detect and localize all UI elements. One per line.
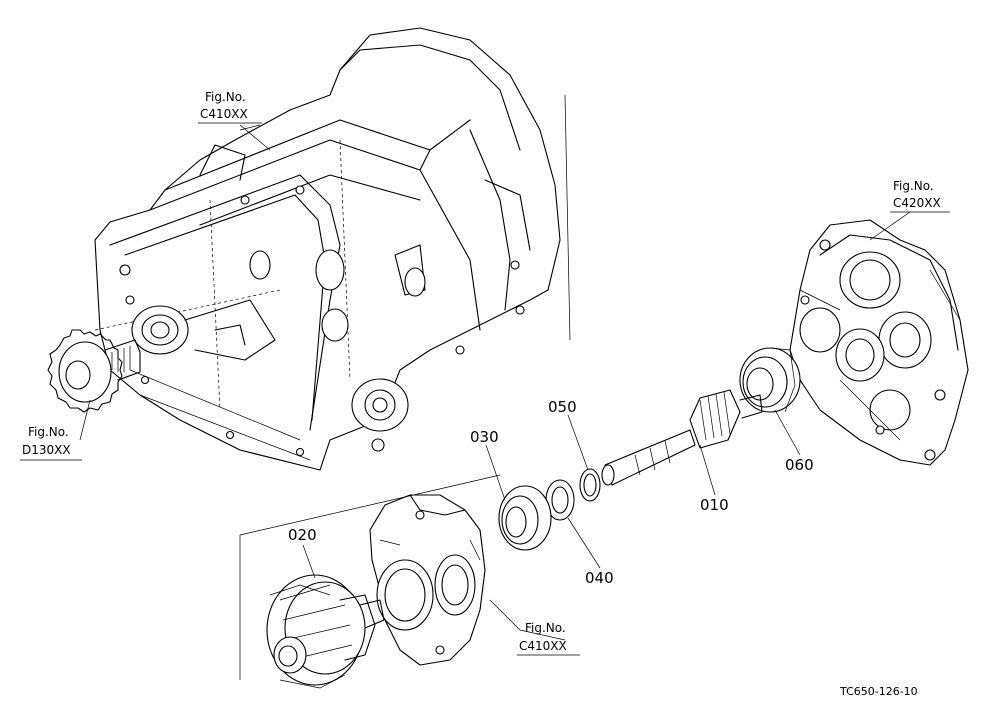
circlip-050: [579, 468, 601, 502]
rear-cover: [789, 219, 969, 466]
ref-rear-fig-label: Fig.No.: [893, 179, 934, 193]
ref-lower-fig-label: Fig.No.: [525, 621, 566, 635]
ref-upper-fig-label: Fig.No.: [205, 90, 246, 104]
drive-gear: [47, 329, 141, 413]
drawing-code: TC650-126-10: [839, 685, 918, 698]
ref-gear: Fig.No. D130XX: [20, 425, 82, 461]
ref-gear-fig-number: D130XX: [22, 443, 71, 457]
ref-lower-fig-number: C410XX: [519, 639, 567, 653]
ref-lower-housing: Fig.No. C410XX: [517, 621, 580, 656]
lower-housing: [369, 494, 486, 666]
part-number-030: 030: [470, 428, 499, 446]
part-number-010: 010: [700, 496, 729, 514]
part-number-050: 050: [548, 398, 577, 416]
bearing-060: [739, 347, 801, 413]
differential-020: [266, 574, 385, 689]
part-number-040: 040: [585, 569, 614, 587]
ref-upper-fig-number: C410XX: [200, 107, 248, 121]
washer-040: [545, 479, 575, 521]
group-bracket-top: [239, 474, 501, 536]
part-number-060: 060: [785, 456, 814, 474]
ref-rear-cover: Fig.No. C420XX: [890, 179, 950, 213]
shaft-010: [601, 389, 763, 486]
leader-lines: [79, 124, 911, 641]
transmission-case: [94, 27, 571, 471]
part-number-020: 020: [288, 526, 317, 544]
ref-gear-fig-label: Fig.No.: [28, 425, 69, 439]
ref-rear-fig-number: C420XX: [893, 196, 941, 210]
ref-upper-transmission: Fig.No. C410XX: [198, 90, 262, 124]
bearing-030: [498, 485, 552, 551]
